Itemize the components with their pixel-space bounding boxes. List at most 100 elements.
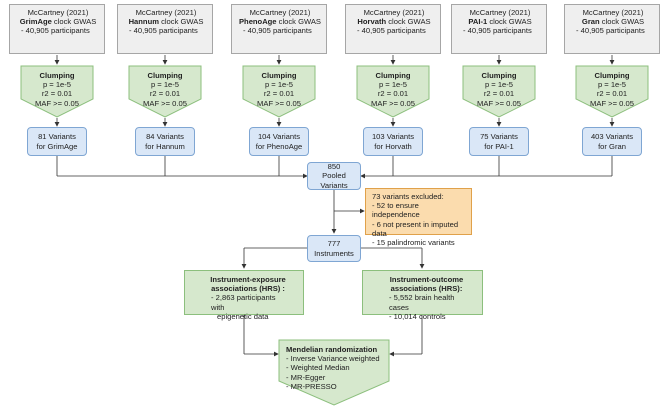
- clumping-p: p = 1e-5: [264, 80, 294, 90]
- gwas-clock: Gran clock GWAS: [581, 17, 645, 27]
- clumping-title: Clumping: [261, 71, 297, 80]
- variants-count: 75 Variants: [480, 132, 518, 142]
- clumping-shape: [575, 65, 649, 118]
- mr-method: - MR-Egger: [286, 372, 326, 382]
- clumping-maf: MAF >= 0.05: [257, 98, 301, 108]
- clumping-r2: r2 = 0.01: [377, 89, 409, 99]
- gwas-source: McCartney (2021): [582, 8, 644, 17]
- variants-clock: for Horvath: [374, 141, 412, 151]
- instrument-exposure-box: Instrument-exposure associations (HRS) :…: [184, 270, 304, 321]
- clumping-r2: r2 = 0.01: [263, 89, 295, 99]
- clumping-r2: r2 = 0.01: [596, 89, 628, 99]
- outcome-line: - 5,552 brain health cases: [389, 293, 455, 312]
- clumping-title: Clumping: [375, 71, 411, 80]
- gwas-clock: Horvath clock GWAS: [357, 17, 431, 27]
- gwas-participants: - 40,905 participants: [243, 26, 312, 36]
- outcome-line: - 10,014 controls: [389, 311, 446, 321]
- exposure-line: epigenetic data: [217, 311, 269, 321]
- clumping-shape: [128, 65, 202, 118]
- clumping-p: p = 1e-5: [484, 80, 514, 90]
- clumping-shape: [20, 65, 94, 118]
- pooled-count: 850: [327, 162, 341, 172]
- variants-clock: for Hannum: [145, 141, 185, 151]
- mr-shape: [278, 339, 390, 406]
- clumping-r2: r2 = 0.01: [149, 89, 181, 99]
- clumping-maf: MAF >= 0.05: [371, 98, 415, 108]
- clumping-p: p = 1e-5: [42, 80, 72, 90]
- excluded-item: - 52 to ensure independence: [372, 201, 420, 220]
- outcome-title-2: associations (HRS):: [390, 284, 463, 294]
- clumping-p: p = 1e-5: [597, 80, 627, 90]
- clumping-shape: [242, 65, 316, 118]
- gwas-source: McCartney (2021): [363, 8, 425, 17]
- exposure-title-1: Instrument-exposure: [210, 275, 286, 284]
- pooled-label: Pooled Variants: [320, 171, 348, 190]
- variants-count: 403 Variants: [590, 132, 634, 142]
- excluded-variants-box: 73 variants excluded: - 52 to ensure ind…: [365, 188, 472, 247]
- gwas-box-hannum: McCartney (2021) Hannum clock GWAS - 40,…: [117, 4, 213, 54]
- gwas-box-grimage: McCartney (2021) GrimAge clock GWAS - 40…: [9, 4, 105, 54]
- mr-title: Mendelian randomization: [286, 345, 378, 354]
- exposure-title-2: associations (HRS) :: [211, 284, 285, 294]
- clumping-step: Clumping p = 1e-5 r2 = 0.01 MAF >= 0.05: [129, 66, 201, 108]
- clumping-p: p = 1e-5: [378, 80, 408, 90]
- variants-box-horvath: 103 Variants for Horvath: [363, 127, 423, 156]
- gwas-participants: - 40,905 participants: [357, 26, 426, 36]
- clumping-title: Clumping: [594, 71, 630, 80]
- variants-count: 104 Variants: [257, 132, 301, 142]
- gwas-participants: - 40,905 participants: [21, 26, 90, 36]
- gwas-box-pai1: McCartney (2021) PAI-1 clock GWAS - 40,9…: [451, 4, 547, 54]
- gwas-source: McCartney (2021): [27, 8, 89, 17]
- clumping-step: Clumping p = 1e-5 r2 = 0.01 MAF >= 0.05: [243, 66, 315, 108]
- mendelian-randomization-step: Mendelian randomization - Inverse Varian…: [286, 341, 386, 391]
- excluded-title: 73 variants excluded:: [372, 192, 444, 201]
- clumping-title: Clumping: [481, 71, 517, 80]
- variants-box-grimage: 81 Variants for GrimAge: [27, 127, 87, 156]
- instruments-count: 777: [327, 239, 341, 249]
- variants-box-pai1: 75 Variants for PAI-1: [469, 127, 529, 156]
- gwas-box-horvath: McCartney (2021) Horvath clock GWAS - 40…: [345, 4, 441, 54]
- clumping-maf: MAF >= 0.05: [143, 98, 187, 108]
- gwas-box-phenoage: McCartney (2021) PhenoAge clock GWAS - 4…: [231, 4, 327, 54]
- exposure-line: - 2,863 participants with: [211, 293, 276, 312]
- gwas-participants: - 40,905 participants: [576, 26, 645, 36]
- gwas-source: McCartney (2021): [249, 8, 311, 17]
- variants-clock: for Gran: [598, 141, 626, 151]
- gwas-clock: GrimAge clock GWAS: [19, 17, 97, 27]
- clumping-maf: MAF >= 0.05: [477, 98, 521, 108]
- variants-clock: for GrimAge: [36, 141, 78, 151]
- clumping-step: Clumping p = 1e-5 r2 = 0.01 MAF >= 0.05: [463, 66, 535, 108]
- variants-clock: for PhenoAge: [255, 141, 303, 151]
- gwas-box-gran: McCartney (2021) Gran clock GWAS - 40,90…: [564, 4, 660, 54]
- clumping-maf: MAF >= 0.05: [590, 98, 634, 108]
- clumping-title: Clumping: [39, 71, 75, 80]
- mr-method: - Inverse Variance weighted: [286, 354, 380, 364]
- gwas-clock: PAI-1 clock GWAS: [468, 17, 532, 27]
- excluded-item: - 15 palindromic variants: [372, 238, 455, 248]
- variants-box-gran: 403 Variants for Gran: [582, 127, 642, 156]
- instruments-label: Instruments: [314, 248, 354, 258]
- clumping-step: Clumping p = 1e-5 r2 = 0.01 MAF >= 0.05: [357, 66, 429, 108]
- gwas-clock: PhenoAge clock GWAS: [238, 17, 321, 27]
- clumping-maf: MAF >= 0.05: [35, 98, 79, 108]
- outcome-title-1: Instrument-outcome: [389, 275, 464, 284]
- gwas-participants: - 40,905 participants: [129, 26, 198, 36]
- variants-count: 84 Variants: [146, 132, 184, 142]
- gwas-clock: Hannum clock GWAS: [128, 17, 204, 27]
- variants-count: 103 Variants: [371, 132, 415, 142]
- gwas-participants: - 40,905 participants: [463, 26, 532, 36]
- clumping-r2: r2 = 0.01: [483, 89, 515, 99]
- clumping-p: p = 1e-5: [150, 80, 180, 90]
- variants-box-phenoage: 104 Variants for PhenoAge: [249, 127, 309, 156]
- clumping-r2: r2 = 0.01: [41, 89, 73, 99]
- mr-method: - Weighted Median: [286, 363, 350, 373]
- excluded-item: - 6 not present in imputed data: [372, 219, 459, 238]
- instruments-box: 777 Instruments: [307, 235, 361, 262]
- clumping-step: Clumping p = 1e-5 r2 = 0.01 MAF >= 0.05: [21, 66, 93, 108]
- mr-method: - MR-PRESSO: [286, 381, 337, 391]
- clumping-shape: [462, 65, 536, 118]
- pooled-variants-box: 850 Pooled Variants: [307, 162, 361, 190]
- variants-clock: for PAI-1: [484, 141, 514, 151]
